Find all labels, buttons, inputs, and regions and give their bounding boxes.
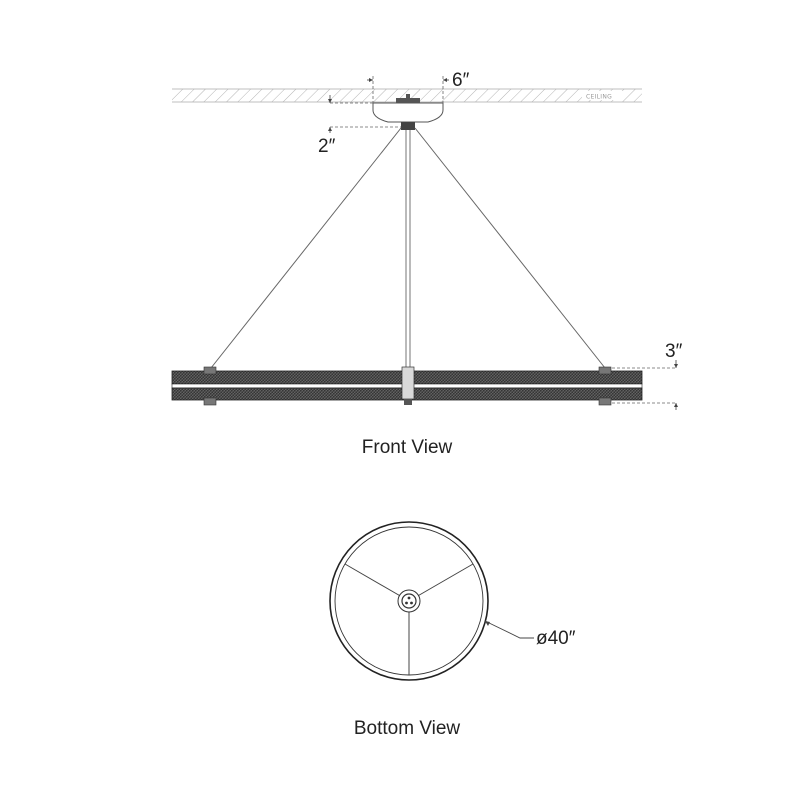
ring-front: [171, 366, 643, 406]
cable-left: [210, 127, 402, 369]
canopy-bracket: [396, 98, 420, 103]
clamp-right-top: [598, 366, 612, 375]
dimension-ring-height-label: 3″: [665, 341, 683, 362]
center-connector: [401, 366, 415, 400]
dimension-canopy-drop-label: 2″: [318, 136, 336, 157]
front-view-caption: Front View: [362, 437, 453, 458]
bottom-view: ø40″ Bottom View: [329, 521, 576, 739]
front-view: CEILING 6″ 2″: [171, 70, 683, 458]
spokes: [344, 563, 474, 675]
hub: [397, 589, 421, 613]
ring-outer-edge: [329, 521, 489, 681]
cable-right: [414, 127, 606, 369]
dimension-ring-diameter-label: ø40″: [536, 628, 576, 649]
bottom-view-caption: Bottom View: [354, 718, 461, 739]
spoke-right: [408, 563, 474, 602]
clamp-left-top: [203, 366, 217, 375]
canopy-hub: [401, 122, 415, 130]
dimension-ring-height: 3″: [612, 341, 683, 410]
canopy: [372, 94, 444, 130]
ceiling-label: CEILING: [586, 94, 612, 101]
spoke-left: [344, 563, 410, 602]
dimension-canopy-drop: 2″: [318, 95, 401, 157]
dimension-ring-diameter: ø40″: [484, 620, 576, 649]
dimension-canopy-width-label: 6″: [452, 70, 470, 91]
suspension-cables: [210, 127, 606, 369]
dimension-canopy-width: 6″: [367, 70, 470, 103]
